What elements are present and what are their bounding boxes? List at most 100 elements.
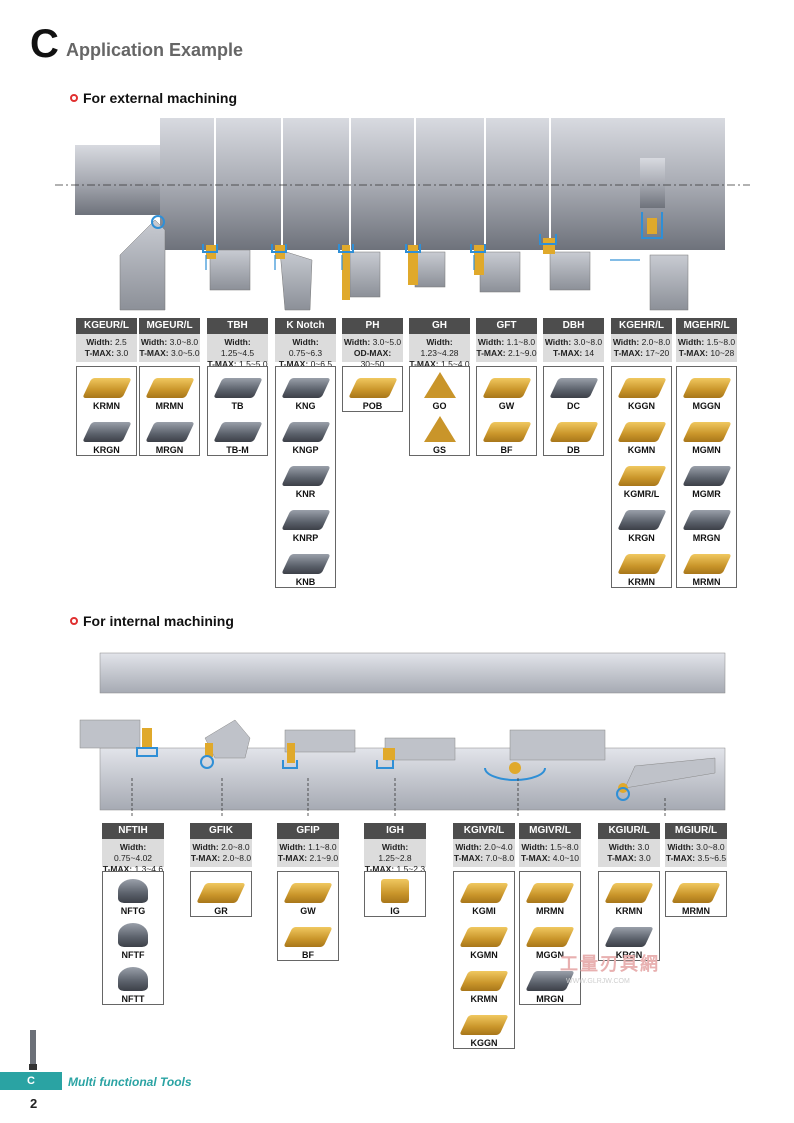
holder-name: GH — [409, 318, 470, 334]
width-value: 1.23~4.28 — [420, 348, 459, 358]
insert-icon — [280, 422, 331, 442]
insert-code: MRMN — [682, 906, 710, 916]
insert-icon — [118, 967, 148, 991]
width-label: Width: — [455, 842, 482, 852]
insert-icon — [280, 510, 331, 530]
width-label: Width: — [477, 337, 505, 347]
page-number: 2 — [30, 1096, 38, 1111]
insert-icon — [616, 466, 667, 486]
insert-code: GW — [498, 401, 515, 411]
insert-icon — [525, 883, 575, 903]
tmax-value: 3.0 — [638, 853, 651, 863]
tmax-value: 14 — [584, 348, 595, 358]
holder-name: NFTIH — [102, 823, 164, 839]
insert-list: GW BF — [476, 366, 537, 456]
holder-name: GFT — [476, 318, 537, 334]
insert-icon — [347, 378, 398, 398]
insert-item: NFTG — [103, 872, 163, 916]
insert-item: KNRP — [276, 499, 335, 543]
insert-code: KRMN — [470, 994, 498, 1004]
tmax-label: T-MAX: — [607, 853, 637, 863]
insert-icon — [604, 883, 654, 903]
insert-code: KRMN — [615, 906, 643, 916]
insert-item: KRGN — [599, 916, 659, 960]
insert-item: GR — [191, 872, 251, 916]
tmax-value: 2.1~9.0 — [508, 348, 537, 358]
insert-code: POB — [362, 401, 383, 411]
insert-item: KGMN — [454, 916, 514, 960]
holder-name: KGEHR/L — [611, 318, 672, 334]
width-value: 3.0~5.0 — [372, 337, 402, 347]
width-value: 1.1~8.0 — [506, 337, 536, 347]
width-label: Width: — [544, 337, 572, 347]
insert-icon — [118, 923, 148, 947]
insert-icon — [283, 927, 333, 947]
bullet-icon — [70, 617, 78, 625]
insert-code: MRGN — [536, 994, 564, 1004]
tmax-value: 17~20 — [645, 348, 670, 358]
holder-name: MGIVR/L — [519, 823, 581, 839]
insert-code: KGMN — [470, 950, 498, 960]
insert-code: TB — [231, 401, 244, 411]
holder-name: MGEHR/L — [676, 318, 737, 334]
width-label: Width: — [343, 337, 371, 347]
insert-item: MGMR — [677, 455, 736, 499]
insert-code: MGGN — [692, 401, 721, 411]
insert-code: IG — [390, 906, 400, 916]
width-value: 2.0~8.0 — [641, 337, 671, 347]
insert-item: NFTF — [103, 916, 163, 960]
tmax-label: T-MAX: — [552, 348, 583, 358]
insert-icon — [381, 879, 409, 903]
width-value: 3.0~8.0 — [169, 337, 199, 347]
tmax-label: T-MAX: — [521, 853, 551, 863]
tmax-value: 0~6.5 — [310, 359, 333, 369]
width-value: 3.0~8.0 — [573, 337, 603, 347]
tmax-value: 1.3~4.6 — [134, 864, 164, 874]
holder-name: KGIVR/L — [453, 823, 515, 839]
insert-code: KRGN — [628, 533, 655, 543]
insert-item: KGMI — [454, 872, 514, 916]
insert-code: GS — [432, 445, 446, 455]
external-section-heading: For external machining — [70, 90, 237, 106]
tmax-value: 2.1~9.0 — [309, 853, 339, 863]
insert-code: KNR — [295, 489, 316, 499]
insert-item: KGMR/L — [612, 455, 671, 499]
insert-item: DC — [544, 367, 603, 411]
insert-item: MRGN — [140, 411, 199, 455]
watermark-text: 工量刃具網 — [560, 954, 660, 974]
insert-item: DB — [544, 411, 603, 455]
insert-item: MGGN — [677, 367, 736, 411]
insert-item: KNB — [276, 543, 335, 587]
insert-icon — [459, 927, 509, 947]
holder-name: PH — [342, 318, 403, 334]
insert-code: MRGN — [155, 445, 184, 455]
tmax-value: 1.5~2.3 — [396, 864, 426, 874]
insert-code: NFTF — [121, 950, 145, 960]
tmax-label: T-MAX: — [476, 348, 506, 358]
insert-item: TB — [208, 367, 267, 411]
insert-item: GW — [477, 367, 536, 411]
insert-item: KGGN — [454, 1004, 514, 1048]
insert-code: BF — [500, 445, 513, 455]
watermark-url: WWW.GLRJW.COM — [566, 978, 630, 985]
insert-code: KGGN — [628, 401, 655, 411]
tmax-label: T-MAX: — [665, 853, 696, 863]
insert-item: KNGP — [276, 411, 335, 455]
insert-code: GR — [214, 906, 228, 916]
insert-item: KNG — [276, 367, 335, 411]
tmax-label: T-MAX: — [453, 853, 484, 863]
